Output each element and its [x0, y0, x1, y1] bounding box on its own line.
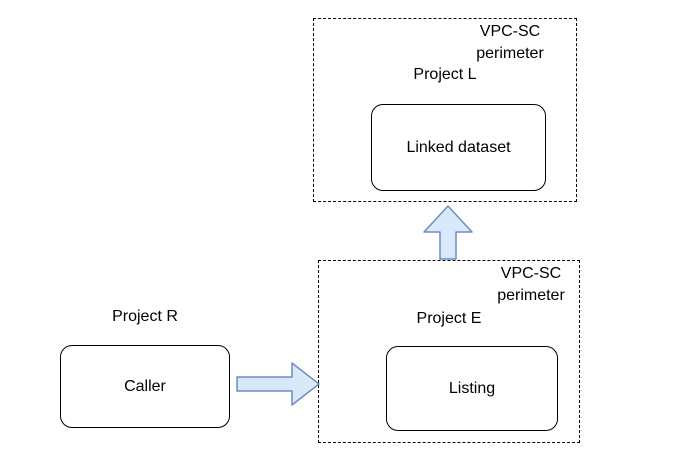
caller-node: Caller — [60, 345, 230, 428]
vpc-perimeter-top-label: VPC-SC perimeter — [444, 21, 576, 65]
caller-node-label: Caller — [124, 377, 166, 395]
block-arrow-up-icon — [423, 205, 473, 260]
vpc-perimeter-top-label-line1: VPC-SC — [479, 23, 541, 40]
project-l-label: Project L — [413, 66, 477, 83]
linked-dataset-node: Linked dataset — [371, 104, 546, 191]
block-arrow-right-icon — [236, 362, 320, 406]
block-arrow-up-shape — [423, 205, 473, 260]
listing-node: Listing — [386, 346, 558, 431]
project-r-label: Project R — [112, 308, 178, 325]
linked-dataset-node-label: Linked dataset — [406, 138, 511, 156]
project-e-label: Project E — [416, 310, 482, 327]
vpc-perimeter-bottom-label-line2: perimeter — [497, 287, 565, 304]
block-arrow-right-shape — [236, 362, 320, 406]
vpc-perimeter-top-label-line2: perimeter — [476, 45, 544, 62]
vpc-perimeter-bottom-label: VPC-SC perimeter — [465, 263, 597, 307]
vpc-perimeter-top: VPC-SC perimeter Project L Linked datase… — [313, 18, 577, 202]
vpc-perimeter-bottom: VPC-SC perimeter Project E Listing — [318, 260, 580, 443]
listing-node-label: Listing — [448, 379, 496, 397]
vpc-perimeter-bottom-label-line1: VPC-SC — [500, 265, 562, 282]
